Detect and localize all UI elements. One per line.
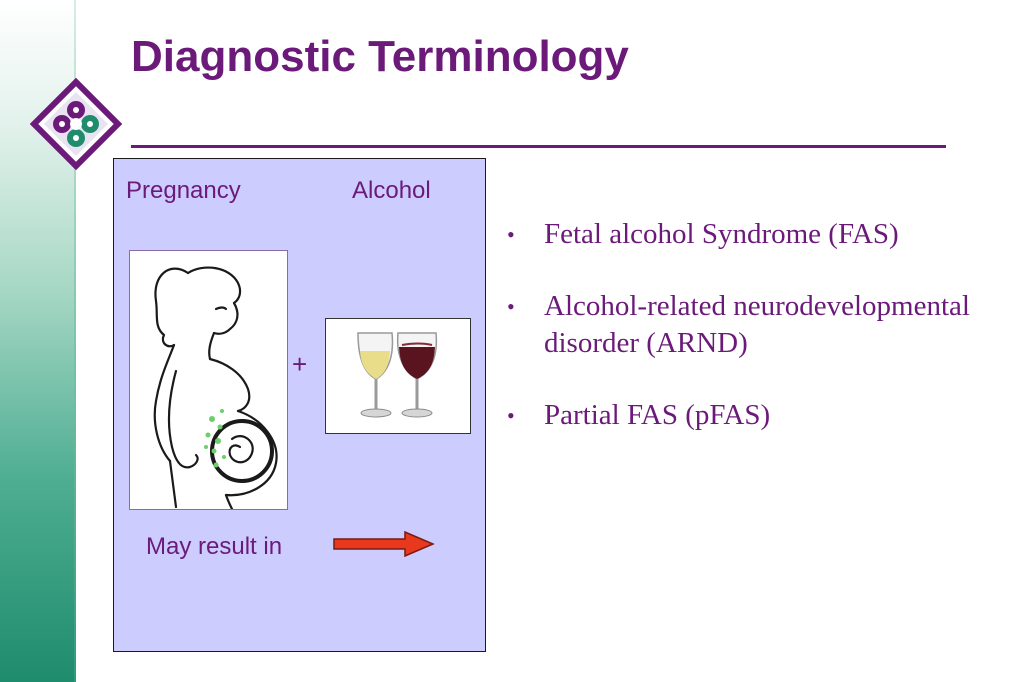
bullet-icon: • <box>507 403 515 428</box>
side-divider-line <box>74 0 76 682</box>
slide-title: Diagnostic Terminology <box>131 32 629 81</box>
list-item: • Alcohol-related neurodevelopmental dis… <box>505 288 1010 362</box>
title-underline <box>131 145 946 148</box>
wine-glasses-image <box>325 318 471 434</box>
terminology-list: • Fetal alcohol Syndrome (FAS) • Alcohol… <box>505 216 1010 434</box>
bullet-text: Partial FAS (pFAS) <box>544 399 771 431</box>
arrow-right-icon <box>333 531 435 557</box>
alcohol-label: Alcohol <box>352 177 431 204</box>
bullet-icon: • <box>507 294 515 319</box>
plus-sign: + <box>292 349 308 379</box>
pregnancy-label: Pregnancy <box>126 177 241 204</box>
illustration-panel: Pregnancy Alcohol <box>113 158 486 652</box>
list-item: • Partial FAS (pFAS) <box>505 397 1010 434</box>
bullet-icon: • <box>507 222 515 247</box>
list-item: • Fetal alcohol Syndrome (FAS) <box>505 216 1010 253</box>
bullet-text: Alcohol-related neurodevelopmental disor… <box>544 290 970 359</box>
logo-icon <box>30 78 122 170</box>
bullet-text: Fetal alcohol Syndrome (FAS) <box>544 218 899 250</box>
pregnant-woman-image <box>129 250 288 511</box>
may-result-in-label: May result in <box>146 533 283 560</box>
